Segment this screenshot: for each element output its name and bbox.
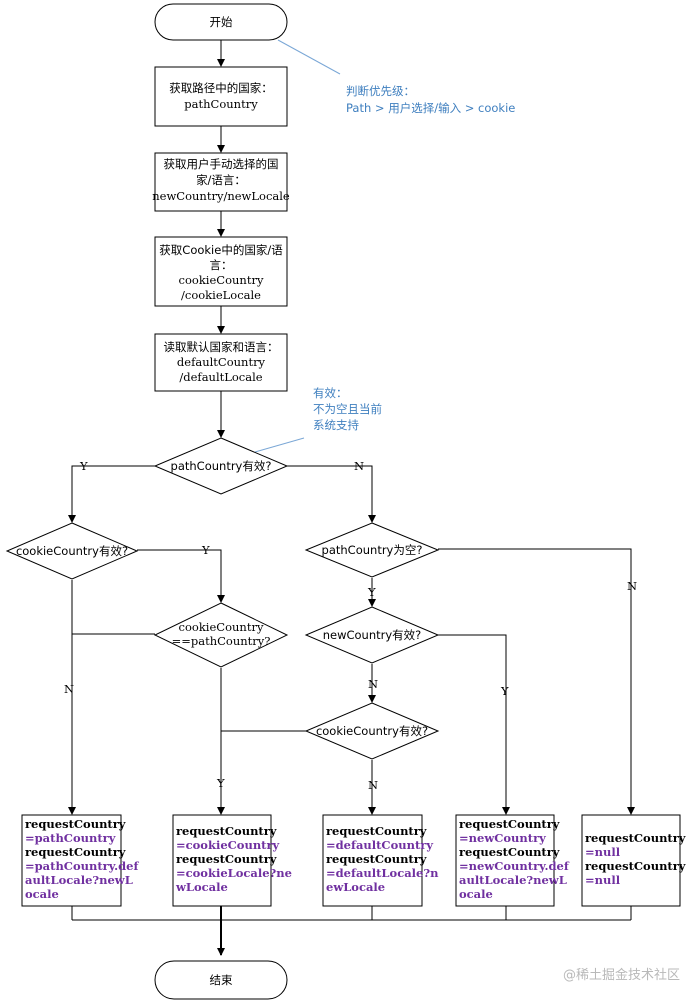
end-label: 结束 [210,973,233,987]
label-path-valid-no: N [354,459,364,473]
step-3-line-4: /cookieLocale [181,288,261,302]
result-null: requestCountry =null requestCountry =nul… [581,814,686,907]
start-terminal: 开始 [154,3,288,41]
decision-new-valid-label: newCountry有效? [323,628,422,642]
decision-cookie-valid-right: cookieCountry有效? [304,702,440,760]
step-1-line-1: 获取路径中的国家： [169,81,273,95]
step-2-line-2: 家/语言： [196,173,246,187]
step-4-line-1: 读取默认国家和语言： [164,340,279,354]
process-step-1: 获取路径中的国家： pathCountry [154,66,288,127]
result-default-line-4: =defaultLocale?n [326,866,439,880]
valid-note: 有效： 不为空且当前 系统支持 [313,386,382,432]
step-4-line-3: /defaultLocale [179,370,262,384]
decision-cookie-equals-path: cookieCountry ==pathCountry? [153,602,289,668]
result-cookie-line-2: =cookieCountry [176,838,280,852]
result-path-line-2: =pathCountry [25,831,116,845]
process-step-2: 获取用户手动选择的国 家/语言： newCountry/newLocale [152,152,290,212]
decision-path-valid-label: pathCountry有效? [171,459,272,473]
result-new: requestCountry =newCountry requestCountr… [455,814,570,907]
result-null-line-4: =null [585,873,621,887]
step-1-line-2: pathCountry [184,97,258,111]
decision-cookie-valid-left: cookieCountry有效? [5,522,139,580]
result-cookie: requestCountry =cookieCountry requestCou… [172,814,292,907]
step-4-line-2: defaultCountry [177,355,266,369]
result-cookie-line-3: requestCountry [176,852,277,866]
decision-path-empty-label: pathCountry为空? [322,543,423,557]
decision-path-valid: pathCountry有效? [153,437,289,495]
result-path-line-3: requestCountry [25,845,126,859]
result-new-line-5: aultLocale?newL [459,873,567,887]
result-new-line-6: ocale [459,887,493,901]
branch-labels: Y N Y N Y N Y Y N N [64,459,637,792]
label-path-empty-yes: Y [367,585,376,599]
result-path-line-5: aultLocale?newL [25,873,133,887]
result-default-line-5: ewLocale [326,880,385,894]
label-new-valid-no: N [368,677,378,691]
label-path-valid-yes: Y [79,459,88,473]
label-path-empty-no: N [627,579,637,593]
label-new-valid-yes: Y [500,684,509,698]
result-cookie-line-4: =cookieLocale?ne [176,866,292,880]
result-new-line-1: requestCountry [459,817,560,831]
result-path-line-1: requestCountry [25,817,126,831]
result-cookie-line-5: wLocale [175,880,228,894]
step-3-line-1: 获取Cookie中的国家/语 [159,243,283,257]
result-new-line-4: =newCountry.def [459,859,570,873]
result-new-line-2: =newCountry [459,831,546,845]
result-default-line-1: requestCountry [326,824,427,838]
start-label: 开始 [210,15,233,29]
result-path-line-6: ocale [25,887,59,901]
result-path-line-4: =pathCountry.def [25,859,139,873]
priority-note-line-1: 判断优先级： [346,84,415,98]
process-step-4: 读取默认国家和语言： defaultCountry /defaultLocale [154,333,288,392]
watermark: @稀土掘金技术社区 [563,967,680,983]
process-step-3: 获取Cookie中的国家/语 言： cookieCountry /cookieL… [154,236,288,307]
priority-note-line-2: Path > 用户选择/输入 > cookie [346,101,515,115]
result-default: requestCountry =defaultCountry requestCo… [322,814,439,907]
result-path: requestCountry =pathCountry requestCount… [21,814,139,907]
priority-note: 判断优先级： Path > 用户选择/输入 > cookie [346,84,515,115]
decision-cookie-equals-path-line-1: cookieCountry [179,620,264,634]
valid-note-line-2: 不为空且当前 [313,402,382,416]
step-2-line-3: newCountry/newLocale [152,189,290,203]
label-cookie-equals-path-yes: Y [216,776,225,790]
step-3-line-3: cookieCountry [179,273,264,287]
step-2-line-1: 获取用户手动选择的国 [164,157,279,171]
label-cookie-valid-left-no: N [64,682,74,696]
result-null-line-1: requestCountry [585,831,686,845]
end-terminal: 结束 [154,960,288,1000]
edges [68,39,635,956]
result-default-line-2: =defaultCountry [326,838,433,852]
decision-new-valid: newCountry有效? [304,606,440,664]
valid-note-line-3: 系统支持 [313,418,359,432]
result-new-line-3: requestCountry [459,845,560,859]
result-null-line-3: requestCountry [585,859,686,873]
decision-cookie-valid-left-label: cookieCountry有效? [16,544,128,558]
result-default-line-3: requestCountry [326,852,427,866]
decision-cookie-valid-right-label: cookieCountry有效? [316,724,428,738]
step-3-line-2: 言： [210,258,233,272]
result-null-line-2: =null [585,845,621,859]
label-cookie-valid-left-yes: Y [201,543,210,557]
decision-path-empty: pathCountry为空? [304,522,440,578]
valid-note-line-1: 有效： [313,386,348,400]
result-cookie-line-1: requestCountry [176,824,277,838]
label-cookie-valid-right-no: N [368,778,378,792]
decision-cookie-equals-path-line-2: ==pathCountry? [172,634,271,648]
